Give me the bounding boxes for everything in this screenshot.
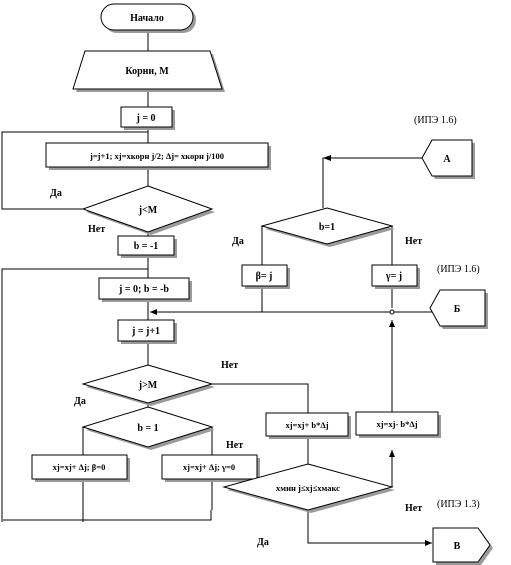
b-eq-1-right-label: b=1 bbox=[319, 222, 335, 233]
beta-j-box bbox=[241, 264, 290, 289]
decision-b-eq-1-left bbox=[81, 406, 215, 450]
loop-step-label: j=j+1; xj=xкорн j/2; Δj= xкорн j/100 bbox=[89, 151, 224, 161]
decision-b-eq-1-right bbox=[260, 207, 395, 247]
assign-left-label: xj=xj+ Δj; β=0 bbox=[53, 462, 106, 472]
yes-label-b-right: Да bbox=[232, 236, 244, 247]
no-label-j-lt-m: Нет bbox=[88, 224, 105, 235]
yes-label-j-lt-m: Да bbox=[50, 188, 62, 199]
b-init-box bbox=[117, 235, 177, 258]
no-label-range: Нет bbox=[405, 503, 422, 514]
update-plus-label: xj=xj+ b*Δj bbox=[285, 420, 328, 430]
gamma-j-label: γ= j bbox=[385, 271, 402, 282]
j-lt-m-label: j<M bbox=[138, 205, 158, 216]
loop-step-box bbox=[45, 142, 271, 170]
j-gt-m-label: j>M bbox=[138, 380, 158, 391]
increment-label: j = j+1 bbox=[131, 326, 160, 337]
input-label: Корни, М bbox=[125, 66, 169, 77]
update-minus-label: xj=xj- b*Δj bbox=[376, 419, 417, 429]
assign-left-box bbox=[31, 454, 130, 482]
b-init-label: b = -1 bbox=[134, 241, 159, 252]
ref-b-label: (ИПЭ 1.6) bbox=[437, 264, 480, 275]
connector-b-shape bbox=[429, 289, 488, 329]
beta-j-label: β= j bbox=[256, 271, 273, 282]
input-parallelogram bbox=[72, 50, 225, 92]
update-minus-box bbox=[355, 411, 441, 438]
flow-lines bbox=[1, 33, 432, 546]
reset-label: j = 0; b = -b bbox=[118, 284, 169, 295]
start-label: Начало bbox=[130, 13, 164, 24]
no-label-j-gt-m: Нет bbox=[221, 360, 238, 371]
assign-right-box bbox=[161, 454, 260, 482]
ref-a-label: (ИПЭ 1.6) bbox=[414, 115, 457, 126]
init-j-label: j = 0 bbox=[135, 113, 155, 124]
range-check-label: xмин j≤xj≤xмакс bbox=[276, 483, 340, 493]
no-label-b-right: Нет bbox=[405, 236, 422, 247]
connector-b-label: Б bbox=[454, 304, 461, 315]
reset-box bbox=[98, 277, 192, 302]
decision-range-check bbox=[222, 463, 395, 513]
ref-v-label: (ИПЭ 1.3) bbox=[437, 499, 480, 510]
start-terminal bbox=[100, 3, 196, 33]
junction-dot bbox=[389, 309, 395, 315]
yes-label-j-gt-m: Да bbox=[74, 396, 86, 407]
decision-j-gt-m bbox=[81, 364, 215, 406]
connector-v-shape bbox=[432, 527, 493, 565]
increment-box bbox=[117, 319, 177, 344]
gamma-j-box bbox=[371, 264, 420, 289]
no-label-b-left: Нет bbox=[226, 440, 243, 451]
init-j-box bbox=[120, 106, 175, 130]
b-eq-1-left-label: b = 1 bbox=[137, 423, 158, 434]
connector-a-shape bbox=[421, 139, 475, 179]
decision-j-lt-m bbox=[81, 185, 215, 235]
yes-label-range: Да bbox=[257, 537, 269, 548]
connector-v-label: В bbox=[454, 541, 461, 552]
update-plus-box bbox=[265, 412, 351, 439]
connector-a-label: А bbox=[443, 154, 451, 165]
assign-right-label: xj=xj+ Δj; γ=0 bbox=[183, 462, 235, 472]
